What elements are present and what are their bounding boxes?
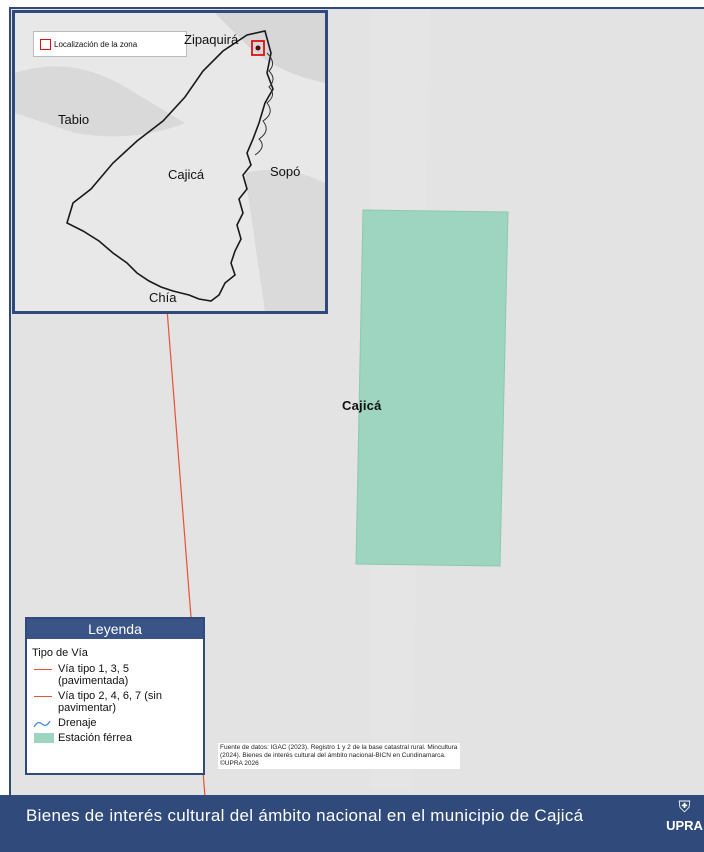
legend-subtitle: Tipo de Vía — [32, 647, 88, 659]
map-title: Bienes de interés cultural del ámbito na… — [26, 806, 584, 825]
municipality-label: Cajicá — [342, 398, 382, 413]
place-label-sopo: Sopó — [270, 164, 301, 179]
footer-bar — [0, 795, 704, 852]
legend-item-label: Estación férrea — [58, 732, 132, 744]
upra-logo: ⛨ UPRA — [665, 797, 704, 852]
road-line-icon — [32, 663, 58, 675]
main-map-canvas — [166, 9, 509, 795]
legend-item-label: Drenaje — [58, 717, 97, 729]
rail-station-polygon[interactable] — [355, 209, 509, 567]
cajica-boundary — [66, 30, 274, 302]
place-label-chia: Chía — [149, 290, 177, 305]
road-line-icon — [32, 690, 58, 702]
place-label-cajica: Cajicá — [168, 167, 205, 182]
legend-item-drainage: Drenaje — [32, 717, 203, 729]
drainage-icon — [32, 717, 58, 729]
inset-terrain-ridge — [15, 66, 185, 137]
map-legend: Leyenda Tipo de Vía Vía tipo 1, 3, 5 (pa… — [25, 617, 205, 775]
shield-emblem-icon: ⛨ — [678, 799, 691, 816]
inset-river — [254, 52, 274, 156]
locator-marker[interactable] — [251, 40, 265, 56]
red-square-icon — [40, 38, 51, 50]
legend-item-paved-road: Vía tipo 1, 3, 5 (pavimentada) — [32, 663, 203, 687]
inset-terrain-ridge — [245, 169, 325, 311]
place-label-zipaquira: Zipaquirá — [184, 32, 239, 47]
logo-text: UPRA — [666, 818, 703, 833]
inset-legend: Localización de la zona — [33, 31, 187, 57]
inset-canvas — [15, 13, 325, 311]
legend-item-rail-station: Estación férrea — [32, 732, 203, 744]
legend-item-unpaved-road: Vía tipo 2, 4, 6, 7 (sin pavimentar) — [32, 690, 203, 714]
locator-dot-icon — [255, 45, 261, 51]
legend-item-label: Vía tipo 2, 4, 6, 7 (sin pavimentar) — [58, 690, 162, 714]
place-label-tabio: Tabio — [58, 112, 90, 127]
legend-title: Leyenda — [27, 619, 203, 639]
inset-legend-label: Localización de la zona — [54, 39, 138, 49]
legend-item-label: Vía tipo 1, 3, 5 (pavimentada) — [58, 663, 129, 687]
rail-station-swatch — [32, 732, 58, 744]
locator-inset-map[interactable]: Localización de la zona Zipaquirá Tabio … — [12, 10, 328, 314]
data-source-note: Fuente de datos: IGAC (2023). Registro 1… — [218, 743, 460, 769]
